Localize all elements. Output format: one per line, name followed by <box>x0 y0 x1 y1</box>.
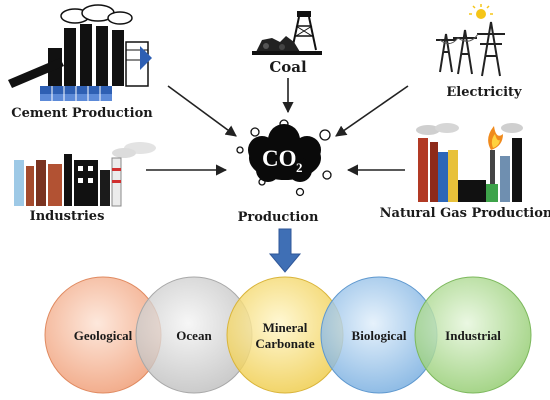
arrow-cement-to-co2 <box>167 85 237 137</box>
industry-buildings-icon <box>14 142 156 207</box>
arrow-electricity-to-co2 <box>335 85 409 137</box>
carbonate-label: Carbonate <box>255 336 314 351</box>
co2-text: CO <box>262 146 297 171</box>
co2-subscript: 2 <box>296 160 303 175</box>
cement-factory-icon <box>8 4 152 101</box>
co2-cloud-icon <box>236 119 332 197</box>
power-tower-icon <box>436 4 505 77</box>
gas-refinery-icon <box>416 123 523 202</box>
electricity-label: Electricity <box>446 85 522 100</box>
geological-label: Geological <box>74 328 133 343</box>
industries-label: Industries <box>30 209 105 224</box>
mineral-label: Mineral <box>263 320 308 335</box>
ocean-label: Ocean <box>176 328 212 343</box>
production-label: Production <box>238 210 319 225</box>
coal-label: Coal <box>269 58 307 76</box>
down-arrow-icon <box>268 228 302 273</box>
circle-industrial <box>414 276 532 394</box>
storage-circles <box>44 276 532 394</box>
natural-gas-production-label: Natural Gas Production <box>380 206 550 221</box>
biological-label: Biological <box>352 328 407 343</box>
cement-production-label: Cement Production <box>11 106 153 121</box>
industrial-label: Industrial <box>445 328 501 343</box>
coal-mine-icon <box>252 11 322 55</box>
